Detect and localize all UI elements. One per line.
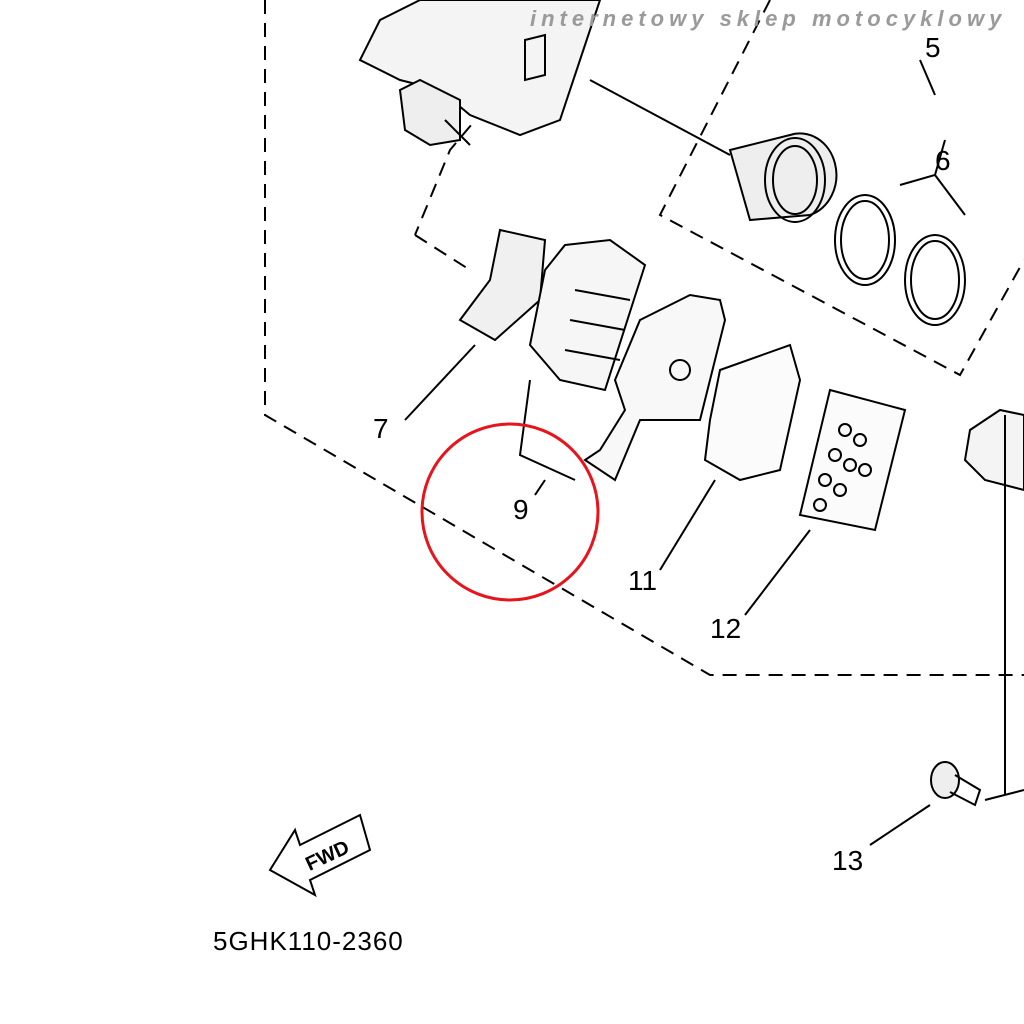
assembly-boundary [264, 0, 1024, 676]
pad-support-plate [583, 293, 727, 482]
callout-11: 11 [628, 565, 658, 596]
callout-9: 9 [513, 494, 529, 525]
bolt [930, 761, 982, 807]
callout-5: 5 [925, 32, 941, 63]
pad-holes [813, 423, 872, 512]
pad-shim [528, 238, 647, 392]
callout-12: 12 [710, 613, 742, 644]
piston-seals [834, 194, 966, 326]
caliper-boundary [414, 0, 1024, 377]
diagram-code: 5GHK110-2360 [213, 926, 404, 956]
watermark-tagline: internetowy sklep motocyklowy [530, 6, 1007, 31]
caliper-body [358, 0, 602, 147]
callout-13: 13 [832, 845, 864, 876]
fwd-arrow-icon [268, 813, 372, 898]
callout-6: 6 [935, 145, 951, 176]
piston [728, 132, 838, 223]
callout-7: 7 [373, 413, 389, 444]
pad-spring [458, 228, 547, 342]
highlight-circle [420, 422, 600, 602]
brake-pad [703, 343, 802, 482]
